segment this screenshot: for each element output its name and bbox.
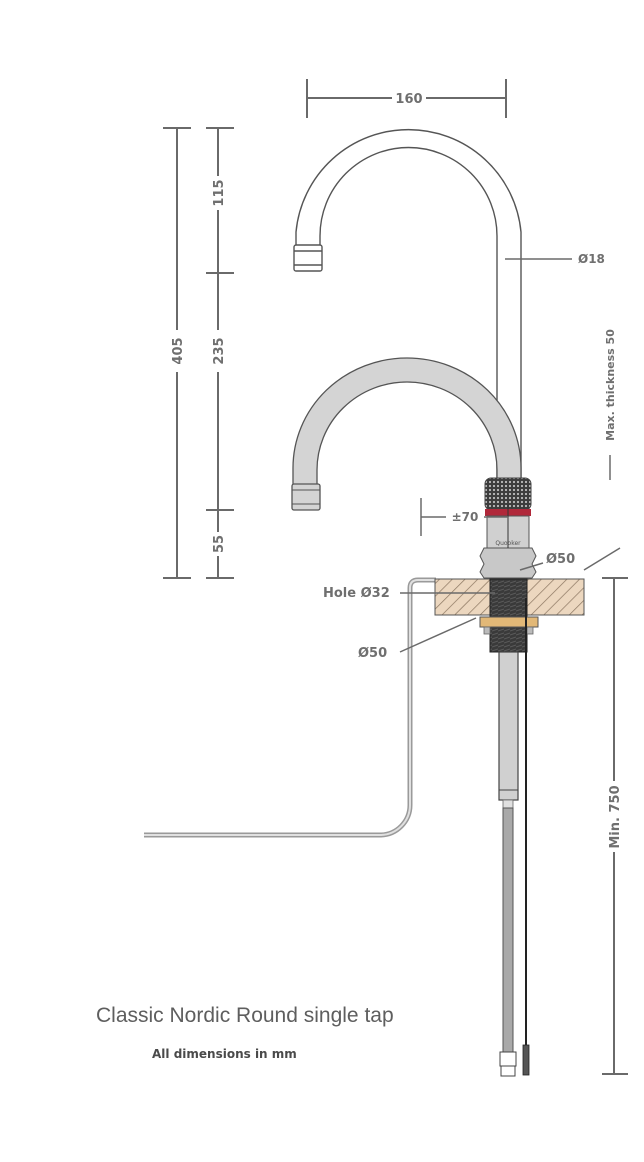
label-base-diameter-top: Ø50 xyxy=(546,552,575,567)
units-note: All dimensions in mm xyxy=(152,1047,297,1061)
label-max-thickness: Max. thickness 50 xyxy=(604,329,617,441)
dimension-chain xyxy=(206,127,234,579)
round-spout xyxy=(291,357,522,511)
label-rotation: ±70 xyxy=(452,510,479,524)
label-hole: Hole Ø32 xyxy=(323,586,390,601)
dimension-rotation xyxy=(420,498,508,536)
worktop-section xyxy=(434,578,585,653)
leader-base-diameter-bottom xyxy=(399,617,477,653)
dimension-min-depth xyxy=(602,577,628,1075)
under-counter-stem xyxy=(498,598,530,1077)
tall-spout-outline xyxy=(293,128,522,478)
label-pipe-diameter: Ø18 xyxy=(578,252,605,266)
label-min-depth: Min. 750 xyxy=(608,785,623,848)
label-base: 55 xyxy=(212,535,227,553)
label-total-height: 405 xyxy=(171,337,186,364)
product-title: Classic Nordic Round single tap xyxy=(96,1004,394,1027)
label-spout-top: 115 xyxy=(212,179,227,206)
leader-max-thickness-pointer xyxy=(583,547,621,571)
label-spout-reach: 160 xyxy=(395,92,422,107)
dimension-spout-reach xyxy=(306,79,507,118)
label-spout-mid: 235 xyxy=(212,337,227,364)
tap-body: Quooker xyxy=(479,477,537,579)
leader-base-diameter-top xyxy=(519,562,544,571)
supply-hose xyxy=(144,577,436,838)
label-base-diameter-bottom: Ø50 xyxy=(358,646,387,661)
dimension-total-height xyxy=(163,127,191,579)
